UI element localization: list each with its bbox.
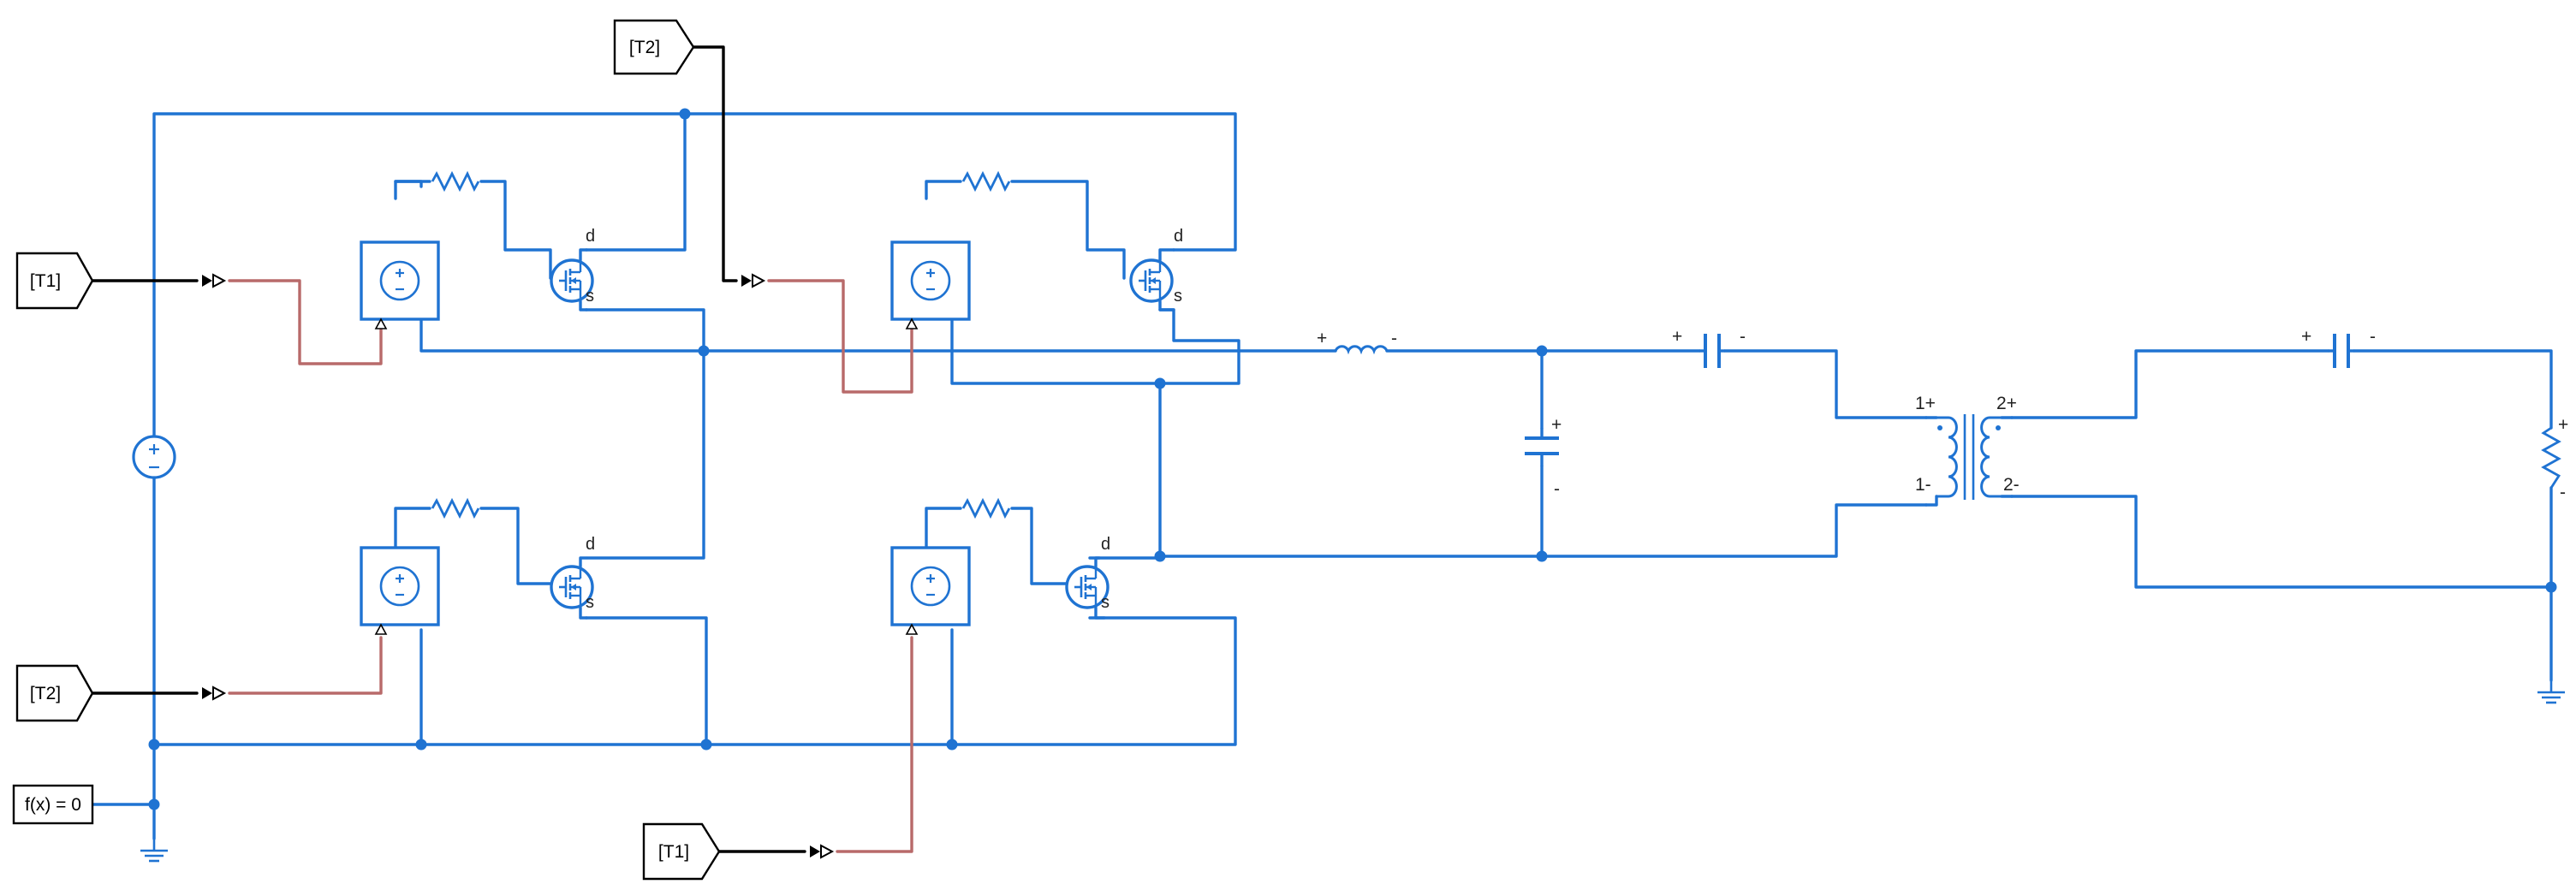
tag-t1-left-label: [T1] <box>30 271 61 291</box>
src1-neg-wire <box>419 312 1240 353</box>
shunt-cap-plus-label: + <box>1551 415 1562 435</box>
tag-t2-left[interactable]: [T2] <box>15 664 94 722</box>
t1-signal-bottom <box>836 636 913 853</box>
series-capacitor[interactable]: + - <box>1672 327 1746 368</box>
q3-source-wire <box>585 616 708 746</box>
ground-right <box>2536 679 2567 704</box>
q2-source-link <box>1158 308 1240 353</box>
src2-neg-wire <box>950 312 1240 385</box>
load-minus-label: - <box>2560 483 2566 502</box>
q1-source-q3-drain <box>585 308 705 560</box>
q1-drain-label: d <box>586 227 595 246</box>
controlled-source-2[interactable] <box>890 240 971 329</box>
xfmr-2plus-label: 2+ <box>1996 394 2017 413</box>
xfmr-1plus-label: 1+ <box>1915 394 1936 413</box>
r2-left <box>925 180 962 200</box>
output-cap-plus-label: + <box>2301 327 2311 347</box>
tag-t2-left-label: [T2] <box>30 684 61 703</box>
mosfet-q3[interactable]: d s <box>550 535 595 620</box>
output-cap-to-load <box>2353 349 2553 430</box>
r3-right <box>479 507 552 585</box>
q4-drain-label: d <box>1101 535 1110 554</box>
controlled-source-3[interactable] <box>360 546 440 635</box>
q2-source-label: s <box>1174 287 1182 306</box>
r3-left <box>394 507 431 555</box>
tag-t1-bottom-label: [T1] <box>658 842 689 862</box>
xfmr-2minus-label: 2- <box>2003 475 2020 495</box>
power-wires <box>88 108 2557 840</box>
inductor-plus-label: + <box>1317 329 1327 348</box>
t2-top-line <box>692 45 738 282</box>
output-cap-minus-label: - <box>2370 327 2376 347</box>
gate-resistor-4[interactable] <box>961 499 1011 518</box>
r4-left <box>925 507 962 555</box>
series-cap-to-primary <box>1723 349 1928 419</box>
ground-left <box>139 837 170 863</box>
dc-negative-rail <box>152 616 1237 746</box>
tag-t2-top[interactable]: [T2] <box>613 19 695 75</box>
series-cap-plus-label: + <box>1672 327 1682 347</box>
mosfet-q1[interactable]: d s <box>550 227 595 312</box>
q3-drain-label: d <box>586 535 595 554</box>
gate-resistor-2[interactable] <box>961 172 1011 191</box>
dc-positive-rail <box>152 112 1237 746</box>
q2-drain-label: d <box>1174 227 1183 246</box>
dc-voltage-source[interactable] <box>132 435 176 479</box>
tag-t1-bottom[interactable]: [T1] <box>642 822 721 881</box>
series-cap-minus-label: - <box>1740 327 1746 347</box>
controlled-source-4[interactable] <box>890 546 971 635</box>
load-plus-label: + <box>2558 415 2568 435</box>
q1-drain-wire <box>585 112 687 252</box>
q1-source-label: s <box>586 287 594 306</box>
tag-t1-left[interactable]: [T1] <box>15 252 94 310</box>
r1-right <box>479 180 552 280</box>
mosfet-q4[interactable]: d s <box>1065 535 1110 620</box>
secondary-bottom <box>2010 495 2553 589</box>
primary-return <box>1158 503 1928 558</box>
solver-config-label: f(x) = 0 <box>25 795 81 815</box>
gate-resistor-1[interactable] <box>431 172 480 191</box>
output-capacitor[interactable]: + - <box>2301 327 2376 368</box>
load-resistor[interactable]: + - <box>2541 415 2568 502</box>
q3-source-label: s <box>586 593 594 612</box>
tag-t2-top-label: [T2] <box>629 38 660 57</box>
shunt-cap-minus-label: - <box>1554 479 1560 499</box>
r2-right <box>1010 180 1126 280</box>
gate-resistor-3[interactable] <box>431 499 480 518</box>
tag-lines <box>88 45 806 853</box>
q4-source-label: s <box>1101 593 1110 612</box>
resonant-inductor[interactable]: + - <box>1317 329 1397 355</box>
parallel-capacitor[interactable]: + - <box>1525 415 1562 499</box>
mosfet-q2[interactable]: d s <box>1129 227 1183 312</box>
t2-signal-left <box>228 636 383 695</box>
t2-signal-top <box>767 279 913 394</box>
secondary-top <box>2010 349 2330 419</box>
inductor-minus-label: - <box>1391 329 1397 348</box>
xfmr-1minus-label: 1- <box>1915 475 1931 495</box>
t1-signal-left <box>228 279 383 365</box>
signal-wires <box>228 279 913 853</box>
solver-config-block[interactable]: f(x) = 0 <box>12 784 94 825</box>
r4-right <box>1010 507 1068 585</box>
ideal-transformer[interactable]: 1+ 1- 2+ 2- <box>1915 394 2020 507</box>
src1-top-wire <box>394 180 423 200</box>
controlled-source-1[interactable] <box>360 240 440 329</box>
